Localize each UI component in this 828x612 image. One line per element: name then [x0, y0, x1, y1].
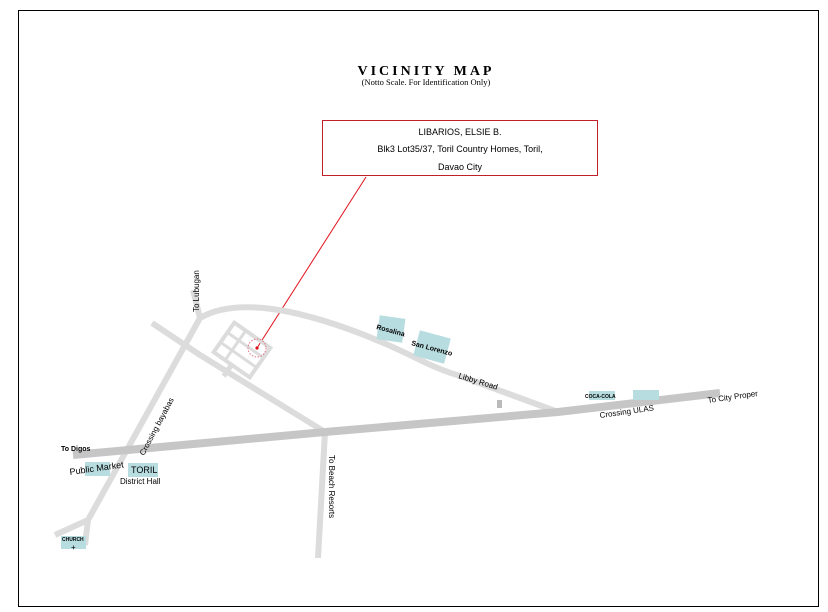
subdivision	[210, 319, 274, 381]
coca-cola-building	[589, 391, 615, 400]
location-circle	[247, 338, 267, 358]
highway	[72, 389, 721, 459]
roads	[53, 289, 721, 559]
church-building	[61, 536, 86, 549]
address-box: LIBARIOS, ELSIE B. Blk3 Lot35/37, Toril …	[322, 120, 598, 176]
label-district-hall: District Hall	[120, 477, 161, 486]
road-crossing-bayabas	[82, 289, 203, 546]
address-line-2: Davao City	[438, 162, 483, 172]
san-lorenzo-building	[413, 330, 451, 364]
church-cross-icon: +	[71, 543, 76, 552]
map-subtitle: (Notto Scale. For Identification Only)	[362, 77, 491, 87]
small-structure	[497, 400, 502, 408]
plant-building	[633, 390, 659, 400]
label-church: CHURCH	[62, 537, 84, 543]
label-to-digos: To Digos	[61, 446, 91, 453]
map-title: VICINITY MAP	[358, 64, 495, 79]
label-to-lubugan: To Lubugan	[192, 270, 201, 312]
label-to-beach-resorts: To Beach Resorts	[327, 455, 336, 518]
road-libby	[198, 304, 560, 415]
road-church	[53, 517, 90, 538]
address-line-1: Blk3 Lot35/37, Toril Country Homes, Tori…	[377, 144, 542, 154]
road-diagonal	[150, 320, 327, 435]
public-market-building	[85, 462, 110, 476]
district-hall-building	[128, 463, 158, 477]
label-toril: TORIL	[131, 465, 157, 475]
location-marker	[255, 346, 259, 350]
rosalina-building	[376, 315, 406, 343]
label-coca-cola: COCA-COLA	[585, 394, 616, 400]
map-frame	[18, 10, 819, 607]
location-pointer	[256, 176, 367, 349]
label-libby-road: Libby Road	[457, 371, 498, 391]
road-beach-resorts	[315, 431, 328, 559]
owner-name: LIBARIOS, ELSIE B.	[418, 127, 501, 137]
